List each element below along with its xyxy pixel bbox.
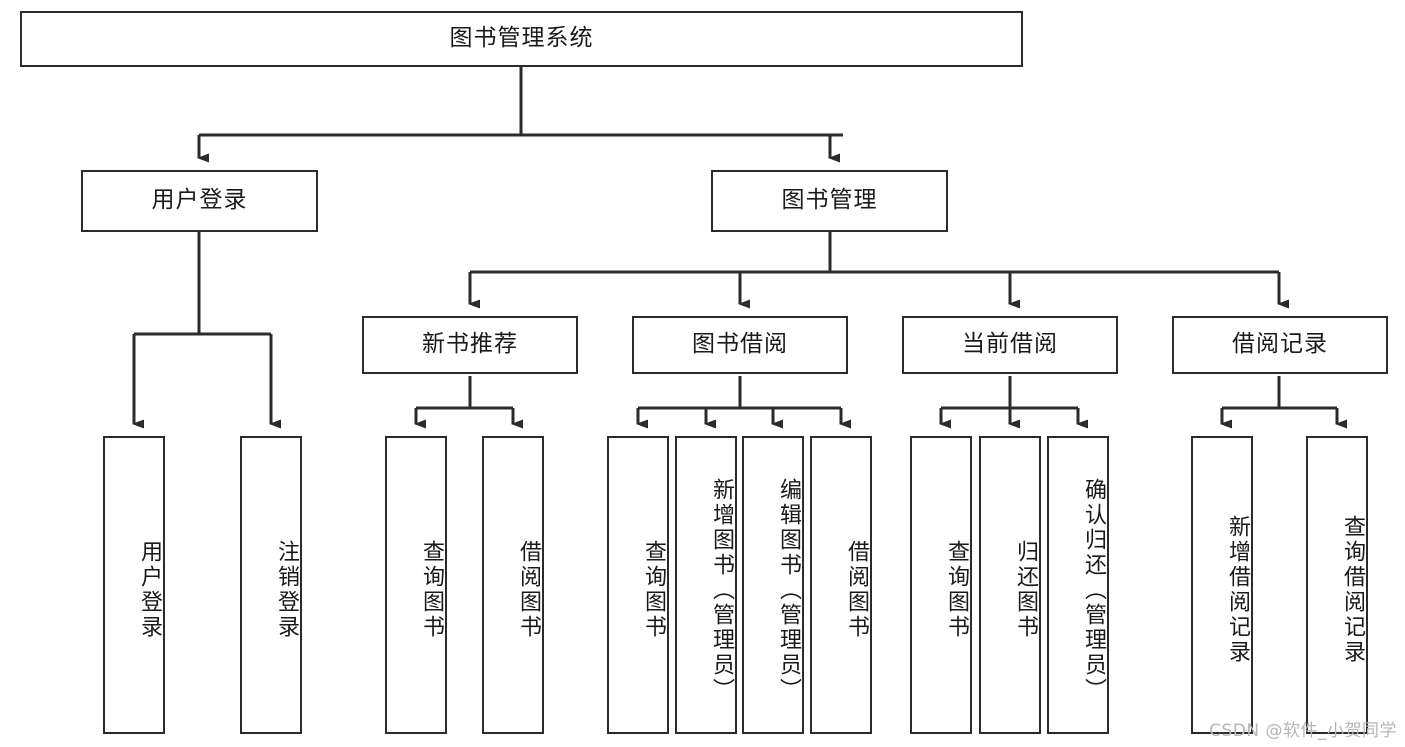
leaf-borrow-edit-book-admin[interactable]: 编辑图书（管理员）: [742, 436, 804, 734]
node-label: 借阅图书: [516, 540, 541, 640]
leaf-borrow-query-book[interactable]: 查询图书: [607, 436, 669, 734]
node-label: 借阅图书: [844, 540, 869, 640]
node-book-management[interactable]: 图书管理: [711, 170, 948, 232]
node-label: 查询图书: [419, 540, 444, 640]
node-label: 查询借阅记录: [1340, 515, 1365, 665]
node-label: 图书管理系统: [449, 25, 594, 52]
node-label: 查询图书: [641, 540, 666, 640]
watermark: CSDN @软件_小贺同学: [1209, 721, 1397, 741]
node-label: 新增图书（管理员）: [709, 477, 734, 703]
node-label: 编辑图书（管理员）: [776, 477, 801, 703]
node-label: 借阅记录: [1232, 331, 1328, 358]
leaf-current-confirm-return-admin[interactable]: 确认归还（管理员）: [1047, 436, 1109, 734]
node-label: 查询图书: [944, 540, 969, 640]
node-label: 确认归还（管理员）: [1081, 477, 1106, 703]
node-label: 图书管理: [781, 187, 878, 214]
leaf-recommend-borrow-book[interactable]: 借阅图书: [482, 436, 544, 734]
leaf-current-query-book[interactable]: 查询图书: [910, 436, 972, 734]
leaf-user-login-signin[interactable]: 用户登录: [103, 436, 165, 734]
leaf-borrow-add-book-admin[interactable]: 新增图书（管理员）: [675, 436, 737, 734]
node-book-borrow[interactable]: 图书借阅: [632, 316, 848, 374]
node-user-login[interactable]: 用户登录: [81, 170, 318, 232]
leaf-user-login-signout[interactable]: 注销登录: [240, 436, 302, 734]
node-borrow-records[interactable]: 借阅记录: [1172, 316, 1388, 374]
node-label: 用户登录: [151, 187, 248, 214]
node-label: 当前借阅: [962, 331, 1058, 358]
node-current-borrow[interactable]: 当前借阅: [902, 316, 1118, 374]
node-label: 新书推荐: [422, 331, 518, 358]
node-new-book-recommend[interactable]: 新书推荐: [362, 316, 578, 374]
node-label: 注销登录: [274, 540, 299, 640]
leaf-records-query-record[interactable]: 查询借阅记录: [1306, 436, 1368, 734]
node-label: 用户登录: [137, 540, 162, 640]
leaf-recommend-query-book[interactable]: 查询图书: [385, 436, 447, 734]
leaf-records-add-record[interactable]: 新增借阅记录: [1191, 436, 1253, 734]
leaf-borrow-borrow-book[interactable]: 借阅图书: [810, 436, 872, 734]
leaf-current-return-book[interactable]: 归还图书: [979, 436, 1041, 734]
node-label: 归还图书: [1013, 540, 1038, 640]
node-root-system[interactable]: 图书管理系统: [20, 11, 1023, 67]
node-label: 图书借阅: [692, 331, 788, 358]
node-label: 新增借阅记录: [1225, 515, 1250, 665]
